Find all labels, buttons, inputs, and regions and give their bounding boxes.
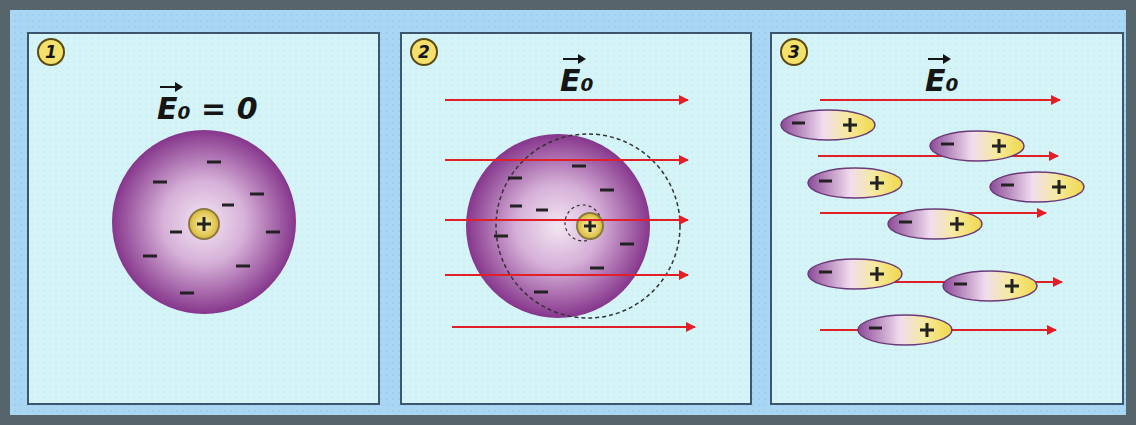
panel-ground xyxy=(770,32,1124,405)
dipoles xyxy=(781,110,1084,345)
dipole-molecule xyxy=(990,172,1084,202)
figure-panel: E₀ 2 xyxy=(400,32,752,405)
panel-number-text: 1 xyxy=(45,44,57,61)
figure-panel: E₀ = 0 1 xyxy=(27,32,380,405)
field-line xyxy=(445,100,695,327)
electron-minus xyxy=(494,166,634,292)
dipole-molecule xyxy=(858,315,952,345)
original-position xyxy=(496,134,680,318)
panel-number: 2 xyxy=(410,38,438,66)
dipole-molecule xyxy=(930,131,1024,161)
panel-ground xyxy=(400,32,752,405)
field-symbol: E₀ = 0 xyxy=(157,82,258,125)
panel-number: 1 xyxy=(37,38,65,66)
frame-band xyxy=(10,10,1126,415)
electron-minus xyxy=(143,162,280,293)
atom xyxy=(112,130,296,314)
dipole-molecule xyxy=(888,209,982,239)
panel-number: 3 xyxy=(780,38,808,66)
panel-number-text: 3 xyxy=(788,44,800,61)
dipole-molecule xyxy=(781,110,875,140)
panel-number-text: 2 xyxy=(418,44,430,61)
field-symbol: E₀ xyxy=(925,54,959,97)
polarized-atom xyxy=(466,134,680,318)
dipole-molecule xyxy=(808,259,902,289)
panel-ground xyxy=(27,32,380,405)
dipole-molecule xyxy=(943,271,1037,301)
field-symbol: E₀ xyxy=(560,54,594,97)
figure-panel: E₀ 3 xyxy=(770,32,1124,405)
dipole-molecule xyxy=(808,168,902,198)
